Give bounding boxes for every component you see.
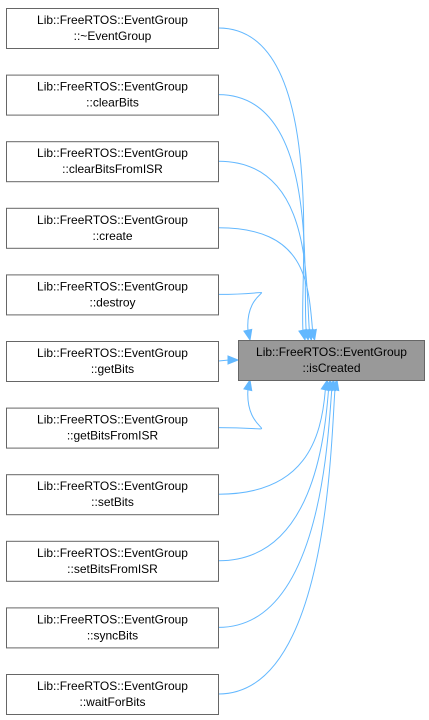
caller-node-10[interactable]: Lib::FreeRTOS::EventGroup::syncBits	[6, 607, 219, 649]
nodes-layer: Lib::FreeRTOS::EventGroup::~EventGroupLi…	[6, 8, 425, 715]
caller-node-6-class-label: Lib::FreeRTOS::EventGroup	[37, 346, 188, 360]
caller-node-8-class-label: Lib::FreeRTOS::EventGroup	[37, 479, 188, 493]
edges-layer	[218, 27, 340, 695]
caller-node-3[interactable]: Lib::FreeRTOS::EventGroup::clearBitsFrom…	[6, 141, 219, 183]
caller-node-2-box	[6, 74, 219, 116]
call-edge-3	[218, 160, 310, 332]
caller-node-5-method-label: ::destroy	[89, 295, 135, 309]
caller-node-4[interactable]: Lib::FreeRTOS::EventGroup::create	[6, 207, 219, 249]
caller-node-6-box	[6, 341, 219, 382]
caller-node-7[interactable]: Lib::FreeRTOS::EventGroup::getBitsFromIS…	[6, 407, 219, 449]
call-edge-7	[218, 388, 263, 430]
call-edge-9	[218, 388, 330, 562]
call-edge-4	[218, 227, 314, 332]
caller-node-11-method-label: ::waitForBits	[79, 695, 145, 709]
caller-node-8[interactable]: Lib::FreeRTOS::EventGroup::setBits	[6, 474, 219, 516]
caller-node-2-class-label: Lib::FreeRTOS::EventGroup	[37, 80, 188, 94]
target-node-box	[238, 340, 425, 381]
caller-node-9-method-label: ::setBitsFromISR	[67, 562, 158, 576]
caller-node-10-box	[6, 607, 219, 649]
target-node-method-label: ::isCreated	[302, 361, 360, 375]
caller-node-7-box	[6, 407, 219, 449]
caller-node-3-method-label: ::clearBitsFromISR	[62, 162, 163, 176]
caller-node-1[interactable]: Lib::FreeRTOS::EventGroup::~EventGroup	[6, 8, 219, 49]
caller-node-9[interactable]: Lib::FreeRTOS::EventGroup::setBitsFromIS…	[6, 540, 219, 582]
call-edge-10	[218, 388, 333, 628]
caller-node-10-class-label: Lib::FreeRTOS::EventGroup	[37, 612, 188, 626]
caller-node-10-method-label: ::syncBits	[87, 628, 138, 642]
caller-node-5-class-label: Lib::FreeRTOS::EventGroup	[37, 279, 188, 293]
call-edge-6	[218, 359, 230, 362]
caller-node-7-class-label: Lib::FreeRTOS::EventGroup	[37, 413, 188, 427]
caller-node-3-class-label: Lib::FreeRTOS::EventGroup	[37, 146, 188, 160]
call-edge-2	[218, 94, 307, 332]
caller-node-2[interactable]: Lib::FreeRTOS::EventGroup::clearBits	[6, 74, 219, 116]
caller-node-4-box	[6, 207, 219, 249]
caller-node-11[interactable]: Lib::FreeRTOS::EventGroup::waitForBits	[6, 674, 219, 715]
caller-node-8-method-label: ::setBits	[91, 495, 134, 509]
caller-node-6[interactable]: Lib::FreeRTOS::EventGroup::getBits	[6, 341, 219, 382]
target-node: Lib::FreeRTOS::EventGroup::isCreated	[238, 340, 425, 381]
caller-node-1-box	[6, 8, 219, 49]
arrowhead-icon	[243, 378, 253, 392]
caller-node-1-method-label: ::~EventGroup	[74, 29, 152, 43]
target-node-class-label: Lib::FreeRTOS::EventGroup	[256, 345, 407, 359]
caller-node-11-class-label: Lib::FreeRTOS::EventGroup	[37, 679, 188, 693]
arrowhead-icon	[243, 328, 253, 342]
call-edge-1	[218, 27, 305, 332]
caller-node-7-method-label: ::getBitsFromISR	[67, 429, 159, 443]
arrowhead-icon	[307, 328, 317, 342]
caller-node-6-method-label: ::getBits	[91, 362, 134, 376]
caller-node-8-box	[6, 474, 219, 516]
caller-node-4-class-label: Lib::FreeRTOS::EventGroup	[37, 213, 188, 227]
caller-node-5-box	[6, 274, 219, 316]
caller-node-4-method-label: ::create	[92, 229, 132, 243]
arrowhead-icon	[330, 378, 340, 392]
call-edge-8	[218, 388, 326, 495]
caller-node-5[interactable]: Lib::FreeRTOS::EventGroup::destroy	[6, 274, 219, 316]
arrowhead-icon	[227, 355, 240, 365]
caller-node-9-box	[6, 540, 219, 582]
call-edge-5	[218, 292, 263, 332]
caller-node-2-method-label: ::clearBits	[86, 96, 139, 110]
caller-node-9-class-label: Lib::FreeRTOS::EventGroup	[37, 546, 188, 560]
call-edge-11	[218, 388, 336, 695]
caller-node-11-box	[6, 674, 219, 715]
caller-node-1-class-label: Lib::FreeRTOS::EventGroup	[37, 13, 188, 27]
caller-node-3-box	[6, 141, 219, 183]
